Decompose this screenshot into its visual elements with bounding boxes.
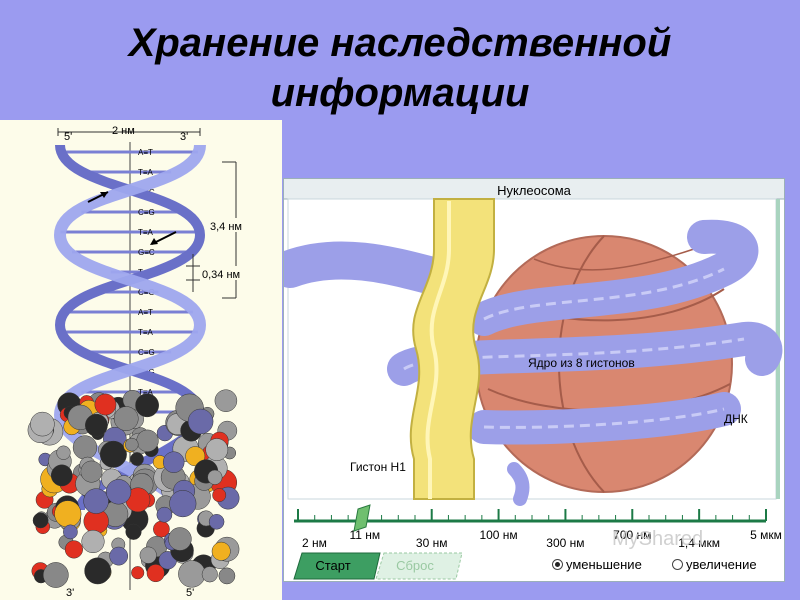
base-pair-label: T≡A	[138, 168, 154, 177]
atom-sphere	[125, 523, 142, 540]
atom-sphere	[80, 460, 103, 483]
atom-sphere	[72, 435, 98, 460]
dna-width-label: 2 нм	[112, 125, 135, 137]
atom-sphere	[187, 408, 214, 435]
base-pair-label: G≡C	[138, 248, 155, 257]
scale-label: 700 нм	[613, 528, 651, 542]
scale-slider-handle[interactable]	[353, 504, 371, 532]
atom-sphere	[99, 440, 127, 468]
strand-bottom-left-label: 3'	[66, 587, 74, 599]
base-pair-label: C≡G	[138, 208, 155, 217]
base-pair-label: C≡G	[138, 348, 155, 357]
atom-sphere	[201, 566, 218, 583]
atom-sphere	[168, 527, 192, 551]
histone-h1-label: Гистон H1	[350, 460, 406, 474]
atom-sphere	[139, 546, 157, 564]
atom-sphere	[30, 411, 55, 437]
atom-sphere	[130, 452, 144, 466]
nucleosome-panel: Ядро из 8 гистонов ДНК Гистон H1 2 нм 11 …	[283, 178, 785, 582]
atom-sphere	[50, 464, 73, 487]
atom-sphere	[208, 514, 225, 530]
radio-decrease-dot[interactable]	[552, 559, 563, 570]
atom-sphere	[205, 438, 229, 461]
atom-sphere	[178, 560, 206, 588]
atom-sphere	[63, 524, 78, 540]
atom-sphere	[131, 566, 145, 580]
atom-sphere	[64, 540, 83, 559]
atom-sphere	[113, 406, 139, 431]
reset-button-shape[interactable]	[375, 552, 463, 580]
atom-sphere	[162, 451, 185, 473]
scale-label: 100 нм	[479, 528, 517, 542]
space-filling-model	[27, 389, 240, 588]
atom-sphere	[146, 564, 165, 583]
atom-sphere	[81, 529, 105, 554]
atom-sphere	[218, 567, 236, 585]
dna-label: ДНК	[724, 412, 748, 426]
slide-title: Хранение наследственной информации	[128, 21, 672, 115]
atom-sphere	[136, 429, 159, 452]
atom-sphere	[211, 541, 231, 561]
base-pair-label: A≡T	[138, 148, 153, 157]
scale-label: 1,4 мкм	[678, 536, 720, 550]
strand-top-left-label: 5'	[64, 131, 72, 143]
reset-button[interactable]: Сброс	[396, 558, 434, 573]
scale-label: 300 нм	[546, 536, 584, 550]
radio-increase-label: увеличение	[686, 557, 757, 572]
radio-decrease-label: уменьшение	[566, 557, 642, 572]
histone-h1	[409, 198, 495, 500]
watermark-logo: MyShared	[612, 528, 704, 550]
atom-sphere	[85, 413, 108, 437]
atom-sphere	[56, 445, 71, 460]
radio-increase-dot[interactable]	[672, 559, 683, 570]
atom-sphere	[83, 488, 109, 514]
atom-sphere	[94, 393, 117, 416]
nucleosome-diagram: Ядро из 8 гистонов ДНК Гистон H1 2 нм 11 …	[284, 179, 784, 580]
dna-tube-left	[284, 241, 463, 298]
scale-label: 11 нм	[350, 528, 381, 542]
atom-sphere	[42, 562, 69, 588]
scale-labels: 2 нм 11 нм 30 нм 100 нм 300 нм 700 нм 1,4 мкм 5…	[302, 528, 782, 550]
core-label: Ядро из 8 гистонов	[528, 356, 635, 370]
radio-increase[interactable]: увеличение	[672, 557, 757, 572]
atom-sphere	[169, 490, 197, 518]
start-button[interactable]: Старт	[315, 558, 351, 573]
scale-label: 30 нм	[416, 536, 448, 550]
atom-sphere	[32, 512, 49, 529]
atom-sphere	[84, 557, 112, 585]
base-step-label: 0,34 нм	[202, 269, 240, 281]
atom-sphere	[125, 437, 139, 452]
nucleosome-title: Нуклеосома	[497, 183, 571, 198]
base-pair-label: T≡A	[138, 388, 154, 397]
helix-pitch-label: 3,4 нм	[210, 221, 242, 233]
strand-top-right-label: 3'	[180, 131, 188, 143]
atom-sphere	[214, 389, 238, 412]
base-pair-label: C≡G	[138, 288, 155, 297]
strand-bottom-right-label: 5'	[186, 587, 194, 599]
base-pair-label: T≡A	[138, 228, 154, 237]
atom-sphere	[207, 469, 223, 485]
atom-sphere	[109, 546, 129, 566]
atom-sphere	[212, 488, 227, 503]
radio-decrease[interactable]: уменьшение	[552, 557, 642, 572]
scale-label: 2 нм	[302, 536, 327, 550]
atom-sphere	[105, 479, 132, 505]
atom-sphere	[54, 500, 82, 528]
base-pair-label: A≡T	[138, 308, 153, 317]
start-button-shape[interactable]	[293, 552, 381, 580]
base-pair-label: T≡A	[138, 328, 154, 337]
scale-label: 5 мкм	[750, 528, 782, 542]
atom-sphere	[135, 393, 159, 418]
atom-sphere	[156, 506, 173, 523]
dna-helix-diagram: 2 нм 5' 3' A≡TT≡AG≡CC≡GT≡AG≡CT≡AC≡GA≡TT≡…	[27, 125, 262, 599]
